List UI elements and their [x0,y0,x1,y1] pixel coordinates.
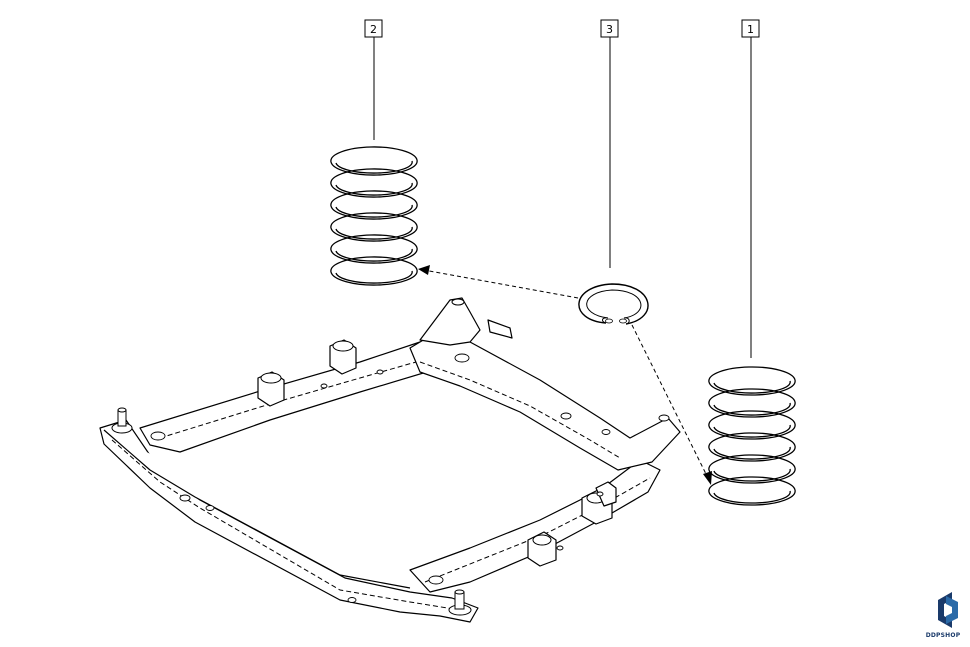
coil-inner-turn [335,160,413,174]
coil-front-turn [708,423,796,440]
subframe-left-rail-top [103,429,411,589]
coil-back-turn [330,234,418,251]
subframe-rear-crossmember [409,459,661,593]
coil-back-turn [708,432,796,449]
subframe-front-crossmember [139,341,441,453]
ddpshop-logo-icon [938,592,958,628]
coil-back-turn [330,146,418,163]
coil-front-turn [330,203,418,220]
coil-front-turn [330,225,418,242]
subframe-upper-arm [419,297,481,346]
coil-back-turn [708,476,796,493]
callout-1: 1 [741,19,760,38]
coil-inner-turn [335,270,413,284]
upper-arm-stud [487,319,513,339]
callout-2-label: 2 [370,23,377,36]
coil-inner-turn [335,248,413,262]
subframe-left-rail-hidden [111,439,461,611]
crossmember-hidden-edge [159,357,431,439]
coil-back-turn [330,190,418,207]
coil-front-turn [330,269,418,286]
subframe-holes [150,353,670,603]
front-left-mount-stud [111,407,133,434]
rear-left-mount-stud [448,589,472,616]
subframe-right-rail [409,329,681,471]
coil-inner-turn [713,380,791,394]
coil-front-turn [330,247,418,264]
coil-inner-turn [335,226,413,240]
coil-front-turn [708,467,796,484]
coil-back-turn [330,212,418,229]
crossmember-bushing-left [257,371,285,407]
coil-back-turn [330,168,418,185]
coil-front-turn [330,159,418,176]
coil-front-turn [330,181,418,198]
assembly-line-ring-to-spring-2 [423,269,579,299]
coil-front-turn [708,401,796,418]
spring-seat-ring-3 [578,283,649,325]
coil-spring-2 [330,146,418,286]
crossmember-bushing-right [329,339,357,375]
ddpshop-logo-text: DDPSHOP [926,632,961,639]
arrow-head-spring-2 [418,265,430,275]
coil-front-turn [708,379,796,396]
upper-mount-stud [451,298,465,306]
callout-3-label: 3 [606,23,613,36]
rear-bushing-1 [527,531,557,567]
coil-inner-turn [335,204,413,218]
assembly-line-ring-to-spring-1 [631,324,709,479]
coil-front-turn [708,489,796,506]
callout-1-label: 1 [747,23,754,36]
coil-inner-turn [713,490,791,504]
coil-back-turn [708,454,796,471]
rear-bushing-3 [595,481,617,507]
coil-back-turn [708,388,796,405]
coil-inner-turn [713,402,791,416]
subframe-left-rail [99,419,479,623]
coil-inner-turn [335,182,413,196]
coil-spring-1 [708,366,796,506]
right-rail-hidden-edge [419,361,621,459]
front-subframe [99,297,681,623]
callout-2: 2 [364,19,383,38]
callout-3: 3 [600,19,619,38]
coil-back-turn [708,410,796,427]
coil-back-turn [708,366,796,383]
coil-back-turn [330,256,418,273]
coil-front-turn [708,445,796,462]
arrow-head-spring-1 [703,471,712,485]
ddpshop-logo: DDPSHOP [926,592,961,639]
coil-inner-turn [713,424,791,438]
coil-inner-turn [713,446,791,460]
coil-inner-turn [713,468,791,482]
